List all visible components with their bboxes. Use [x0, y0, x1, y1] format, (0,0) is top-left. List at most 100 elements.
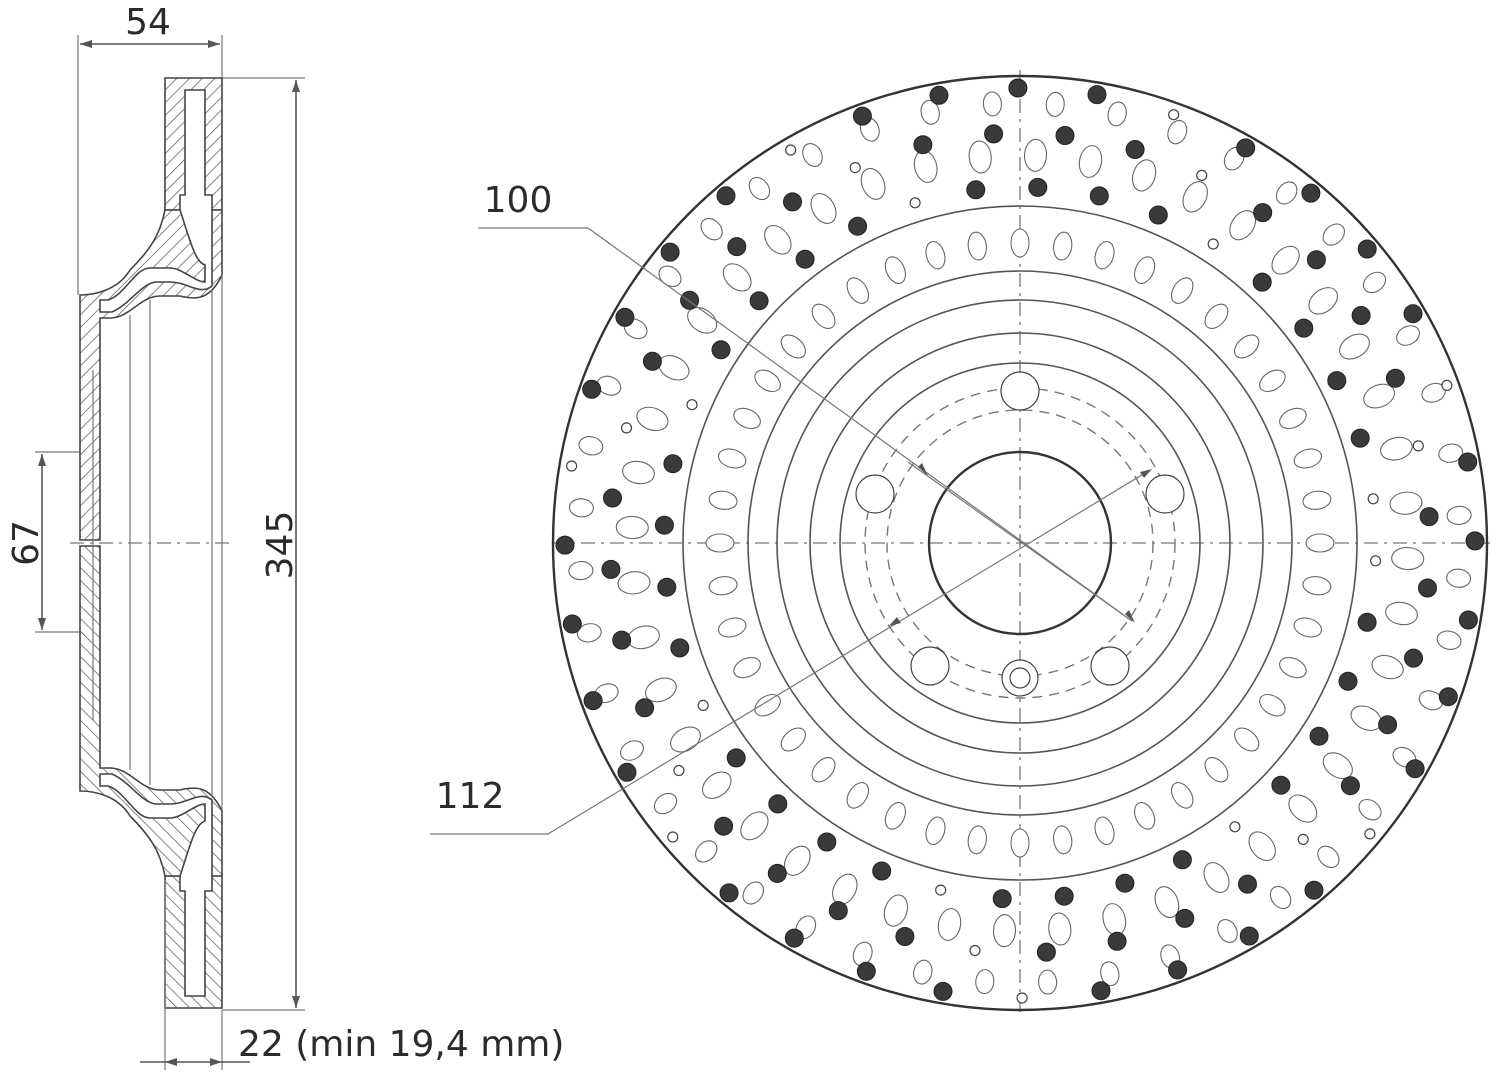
vane	[811, 303, 836, 329]
vane	[636, 406, 669, 432]
drilled-hole	[714, 816, 734, 836]
vane	[701, 771, 732, 799]
vane	[1217, 919, 1238, 943]
vane	[1234, 334, 1260, 359]
drilled-hole	[565, 460, 578, 472]
vane	[658, 355, 690, 381]
drilled-hole	[909, 197, 921, 209]
drilled-hole	[612, 630, 632, 650]
drilled-hole	[935, 884, 947, 896]
vane	[1010, 828, 1030, 858]
drilled-hole	[727, 237, 747, 257]
vane	[810, 193, 837, 224]
drilled-hole	[1350, 428, 1370, 448]
vane	[1154, 886, 1180, 919]
dimension-width-label: 54	[125, 2, 171, 43]
vane	[1293, 617, 1323, 638]
vane	[653, 792, 678, 815]
drilled-hole	[783, 192, 802, 212]
vane	[1308, 287, 1339, 315]
vane	[913, 150, 938, 183]
drilled-hole	[1367, 493, 1379, 505]
drilled-hole	[562, 614, 582, 634]
drilled-hole	[848, 216, 868, 236]
drilled-hole	[966, 180, 986, 200]
vane	[1302, 490, 1332, 510]
drilled-hole	[1338, 671, 1358, 691]
vane	[920, 99, 940, 125]
vane	[1350, 705, 1382, 731]
drilled-hole	[726, 748, 746, 768]
drilled-hole	[1008, 78, 1028, 98]
vane	[1204, 303, 1229, 329]
drilled-hole	[1252, 272, 1272, 292]
vane	[802, 143, 823, 167]
drilled-hole	[583, 691, 603, 711]
vane	[780, 334, 806, 359]
vane	[622, 460, 655, 485]
drilled-hole	[1441, 379, 1453, 391]
drilled-hole	[913, 135, 933, 155]
vane	[860, 167, 886, 200]
vane	[1446, 568, 1472, 588]
drilled-hole	[852, 106, 872, 126]
vane	[1288, 794, 1318, 823]
vane	[700, 218, 723, 241]
drilled-hole	[1125, 140, 1145, 159]
side-section-view: 54 345 67 22 (min 1	[6, 2, 564, 1070]
vane	[670, 726, 701, 753]
vane	[968, 140, 992, 174]
vane	[1229, 210, 1257, 241]
vane	[1418, 690, 1444, 711]
drilled-hole	[1465, 531, 1485, 551]
vane	[1275, 181, 1298, 205]
center-bore	[927, 450, 1113, 636]
drilled-hole	[984, 124, 1004, 144]
drilled-hole	[1357, 612, 1377, 632]
vane	[1170, 782, 1194, 809]
vane	[1134, 256, 1156, 284]
vane	[1271, 245, 1300, 275]
disc-outer-edge	[551, 74, 1489, 1012]
drilled-hole	[768, 794, 788, 814]
drilled-hole	[1036, 942, 1056, 962]
drilled-hole	[1357, 239, 1377, 259]
vane	[1048, 912, 1072, 946]
vane	[754, 693, 781, 717]
vane	[1094, 816, 1115, 846]
drilled-hole	[856, 961, 876, 981]
vane	[967, 825, 987, 855]
vane	[568, 561, 594, 581]
vane	[1322, 752, 1353, 780]
vane	[925, 240, 946, 270]
drilled-hole	[697, 699, 709, 712]
drilled-hole	[1054, 886, 1074, 906]
drilled-hole	[1418, 578, 1437, 598]
vane	[764, 224, 792, 255]
drilled-hole	[1016, 992, 1028, 1004]
drilled-hole	[686, 399, 698, 411]
vane	[1438, 443, 1464, 463]
vane	[967, 231, 987, 261]
vane	[1053, 231, 1073, 261]
vane	[1363, 383, 1396, 409]
vane	[1078, 145, 1103, 178]
vane	[705, 533, 735, 553]
drilled-hole	[1364, 828, 1376, 840]
vane	[982, 91, 1002, 117]
drilled-hole	[1168, 960, 1188, 980]
vane	[975, 969, 995, 995]
drilled-hole	[1148, 205, 1168, 225]
vane	[658, 265, 682, 288]
vane	[1396, 325, 1420, 346]
vane	[1279, 407, 1307, 429]
vane	[1436, 630, 1462, 650]
vane	[1322, 223, 1345, 246]
vane	[615, 515, 649, 540]
drilled-hole	[795, 249, 815, 269]
vane	[1391, 546, 1425, 571]
drilled-hole	[1196, 169, 1208, 181]
vane	[1371, 654, 1404, 680]
vane	[852, 941, 873, 967]
vane	[992, 914, 1017, 948]
